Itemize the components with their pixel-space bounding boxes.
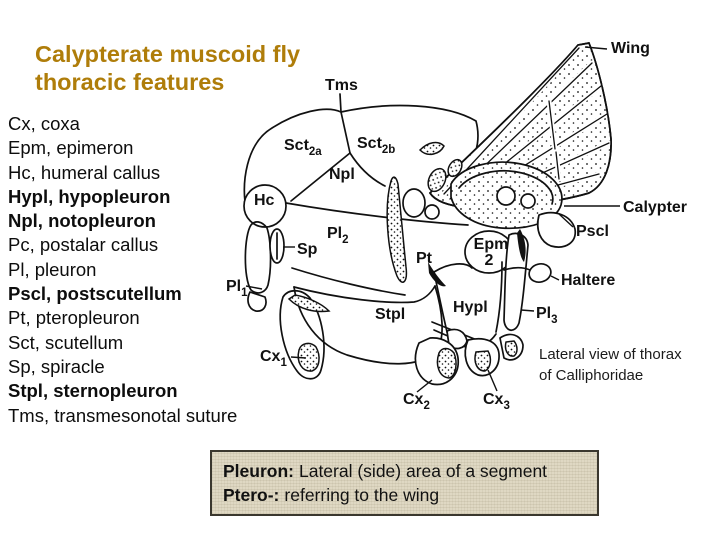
label-pt: Pt bbox=[416, 250, 433, 267]
legend-item: Epm, epimeron bbox=[8, 137, 134, 159]
definition-text: Lateral (side) area of a segment bbox=[298, 461, 548, 481]
title-line-2: thoracic features bbox=[35, 69, 225, 95]
coxa3-shape bbox=[464, 333, 524, 377]
label-hypl: Hypl bbox=[453, 299, 488, 316]
caption-line-2: of Calliphoridae bbox=[539, 367, 644, 384]
pteropleuron-band bbox=[386, 176, 446, 287]
legend-item: Tms, transmesonotal suture bbox=[8, 404, 238, 426]
definition-text: referring to the wing bbox=[284, 485, 440, 505]
calypter-shape bbox=[450, 161, 563, 230]
label-npl: Npl bbox=[329, 166, 355, 183]
legend-item: Pt, pteropleuron bbox=[8, 307, 140, 329]
label-pl2: Pl2 bbox=[327, 225, 349, 246]
definition-entry: Pleuron:Lateral (side) area of a segment bbox=[223, 459, 586, 483]
label-tms: Tms bbox=[325, 77, 358, 94]
label-epm2-main: Epm bbox=[474, 236, 509, 253]
wing-base-sclerites bbox=[418, 141, 463, 193]
legend-item: Cx, coxa bbox=[8, 113, 80, 134]
definition-entry: Ptero-:referring to the wing bbox=[223, 483, 586, 507]
label-pscl: Pscl bbox=[576, 223, 609, 240]
label-sp: Sp bbox=[297, 241, 318, 258]
label-wing: Wing bbox=[611, 40, 650, 57]
label-hc: Hc bbox=[254, 192, 275, 209]
label-cx1: Cx1 bbox=[260, 348, 287, 369]
title-line-1: Calypterate muscoid fly bbox=[35, 41, 301, 67]
humeral-callus-shape bbox=[243, 184, 287, 228]
definition-term: Ptero-: bbox=[223, 485, 280, 505]
legend-item: Hypl, hypopleuron bbox=[8, 185, 171, 207]
label-cx2: Cx2 bbox=[403, 391, 430, 412]
legend-item: Pscl, postscutellum bbox=[8, 283, 182, 305]
label-epm2-sub: 2 bbox=[485, 252, 494, 269]
label-sct2a: Sct2a bbox=[284, 137, 322, 158]
coxa2-shape bbox=[414, 328, 468, 386]
leader-lines bbox=[245, 46, 620, 393]
legend-item: Hc, humeral callus bbox=[8, 161, 161, 183]
coxa1-shape bbox=[279, 289, 331, 380]
thorax-outline bbox=[243, 93, 479, 365]
legend-item: Npl, notopleuron bbox=[8, 210, 156, 232]
pleuron1-shape bbox=[247, 291, 267, 312]
postscutellum-shape bbox=[536, 211, 577, 248]
legend-item: Stpl, sternopleuron bbox=[8, 380, 178, 402]
haltere-knob bbox=[528, 263, 552, 283]
label-sct2b: Sct2b bbox=[357, 135, 395, 156]
label-cx3: Cx3 bbox=[483, 391, 510, 412]
diagram-labels: Wing Tms Sct2a Sct2b Npl Hc Sp Pl2 Pl1 P… bbox=[226, 40, 687, 412]
label-calypter: Calypter bbox=[623, 199, 687, 216]
legend-item: Pl, pleuron bbox=[8, 258, 97, 280]
label-pl3: Pl3 bbox=[536, 305, 558, 326]
legend-item: Sp, spiracle bbox=[8, 355, 105, 377]
legend-item: Pc, postalar callus bbox=[8, 234, 159, 256]
definition-box: Pleuron:Lateral (side) area of a segment… bbox=[210, 450, 599, 516]
abbreviation-legend: Cx, coxa Epm, epimeron Hc, humeral callu… bbox=[8, 112, 258, 428]
label-stpl: Stpl bbox=[375, 306, 405, 323]
figure-caption: Lateral view of thorax of Calliphoridae bbox=[539, 344, 719, 386]
pleuron3-haltere bbox=[503, 229, 552, 331]
label-pl1: Pl1 bbox=[226, 278, 248, 299]
page-title: Calypterate muscoid fly thoracic feature… bbox=[35, 40, 365, 96]
definition-term: Pleuron: bbox=[223, 461, 294, 481]
label-haltere: Haltere bbox=[561, 272, 615, 289]
caption-line-1: Lateral view of thorax bbox=[539, 346, 682, 363]
legend-item: Sct, scutellum bbox=[8, 331, 124, 353]
